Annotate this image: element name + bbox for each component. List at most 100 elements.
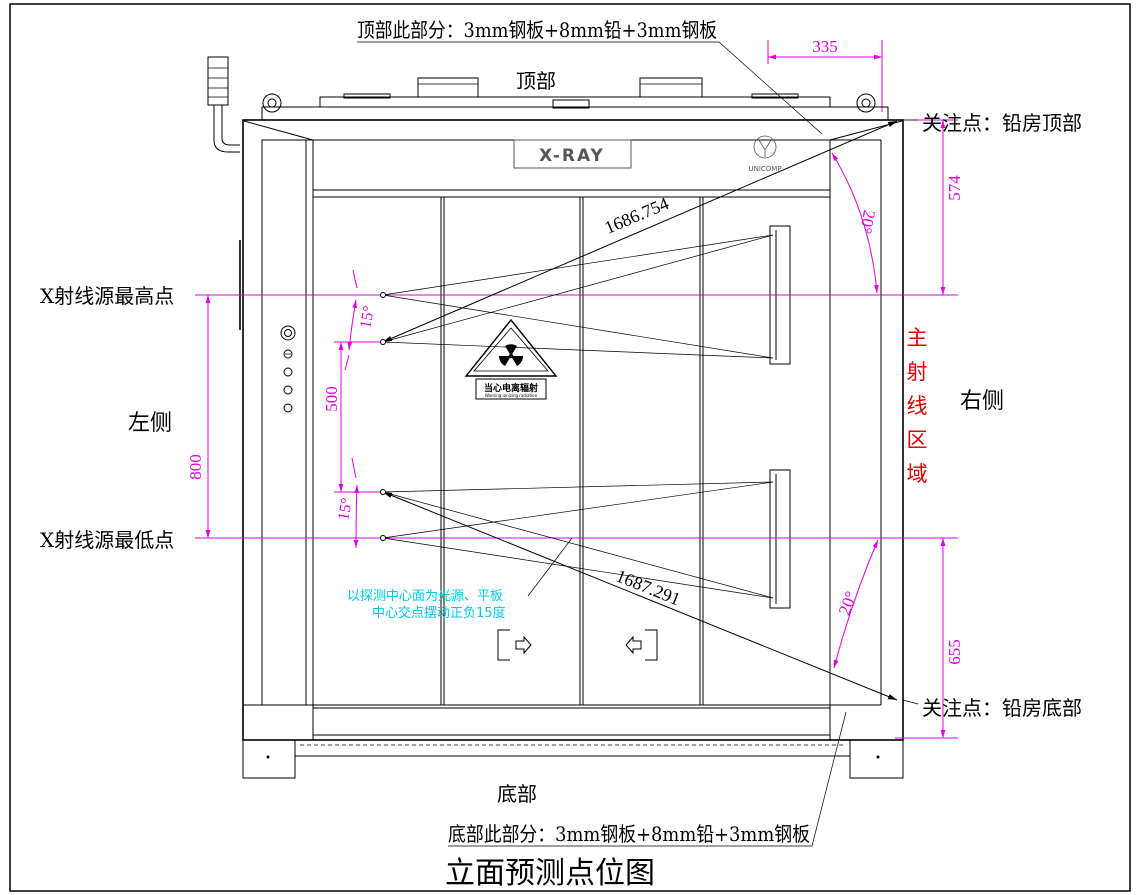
- focus-top-label: 关注点：铅房顶部: [922, 111, 1082, 135]
- arrow-right-icon: [515, 635, 532, 655]
- foot-bolt: [876, 755, 880, 759]
- door-open-right-icon: [497, 629, 532, 661]
- top-left-wheel: [262, 93, 282, 113]
- drawing-title: 立面预测点位图: [445, 856, 655, 891]
- primary-beam-zone-label: 主 射 线 区 域: [907, 326, 928, 486]
- top-box-right: [639, 77, 703, 98]
- logo-text: UNICOMP: [748, 165, 781, 173]
- dim-800-text: 800: [186, 454, 205, 480]
- swing-note-leader: [527, 537, 573, 597]
- dim-574-text: 574: [945, 175, 964, 201]
- swing-tick: [352, 269, 358, 289]
- side-right-label: 右侧: [960, 389, 1004, 414]
- door-bracket-icon: [645, 629, 658, 661]
- cabinet-base: [242, 739, 904, 779]
- swing-note-line: 以探测中心面为光源、平板: [347, 589, 503, 604]
- top-layer-note-leader: [357, 41, 823, 135]
- focus-bottom-marker: [902, 699, 919, 705]
- top-right-wheel: [856, 93, 876, 113]
- focus-bottom-label: 关注点：铅房底部: [922, 696, 1082, 720]
- xray-nameplate-text: X-RAY: [539, 146, 605, 166]
- warning-text-en: Warning ionizing radiation: [485, 393, 538, 398]
- door-panels: [440, 197, 791, 705]
- beam-zone-char: 区: [907, 428, 928, 452]
- top-left-wheel-hub: [267, 98, 277, 108]
- xray-source-point: [380, 535, 386, 541]
- swing-note-line: 中心交点摆动正负15度: [372, 605, 506, 621]
- bottom-layer-note: 底部此部分：3mm钢板+8mm铅+3mm钢板: [448, 711, 847, 847]
- top-right-wheel-hub: [861, 98, 871, 108]
- emergency-stop-inner: [284, 329, 292, 337]
- control-button: [283, 367, 293, 377]
- beam-zone-char: 域: [907, 462, 928, 486]
- swing-upper-text: 15°: [357, 305, 378, 330]
- warning-text-cn: 当心电离辐射: [484, 382, 538, 394]
- ray-bottom-length: 1687.291: [613, 566, 683, 610]
- warning-lamp: [207, 56, 240, 153]
- left-side-panel: [261, 139, 307, 706]
- side-left-label: 左侧: [128, 411, 172, 436]
- arrow-left-icon: [625, 635, 642, 655]
- ray-line: [382, 341, 774, 359]
- xray-source-point: [380, 292, 386, 298]
- swing-tick: [351, 457, 357, 479]
- beam-zone-char: 主: [907, 326, 928, 350]
- top-disc-right: [751, 93, 799, 99]
- brand-logo: UNICOMP: [748, 135, 782, 173]
- top-box-left: [417, 77, 479, 98]
- warning-text-box: [475, 378, 547, 400]
- logo-mark-symbol: [758, 139, 772, 157]
- source-lowest-label: X射线源最低点: [40, 528, 174, 552]
- top-layer-note-text: 顶部此部分：3mm钢板+8mm铅+3mm钢板: [357, 18, 717, 42]
- control-button: [283, 385, 293, 395]
- cabinet-body: X-RAY UNICOMP: [239, 119, 904, 741]
- door-handle-lower: [769, 469, 791, 609]
- handle-frame: [769, 469, 791, 609]
- top-layer-note: 顶部此部分：3mm钢板+8mm铅+3mm钢板: [357, 18, 823, 135]
- xray-source-point: [380, 339, 386, 345]
- xray-source-point: [380, 489, 386, 495]
- ray-line: [382, 481, 774, 493]
- angle-top-text: 20°: [856, 209, 879, 236]
- dimension-335: 335: [767, 37, 883, 112]
- top-disc-left: [343, 93, 391, 99]
- key-switch: [283, 349, 293, 359]
- dimension-lines: 800 500 574 655 20° 20° 15° 15°: [186, 119, 964, 739]
- dim-335-text: 335: [812, 37, 838, 56]
- swing-note: 以探测中心面为光源、平板 中心交点摆动正负15度: [347, 537, 573, 621]
- lamp-hose: [221, 105, 240, 146]
- side-bottom-label: 底部: [497, 782, 537, 806]
- swing-lower-text: 15°: [335, 497, 356, 522]
- foot-right: [849, 739, 904, 779]
- ray-top-length: 1686.754: [602, 193, 672, 238]
- swing-arc-upper: [347, 299, 357, 351]
- cabinet-top-assembly: [207, 56, 889, 153]
- beam-zone-char: 射: [907, 360, 928, 384]
- top-center-fitting: [552, 99, 590, 109]
- lamp-body: [207, 56, 229, 106]
- bottom-layer-note-text: 底部此部分：3mm钢板+8mm铅+3mm钢板: [448, 822, 810, 846]
- warning-triangle-inner: [473, 327, 549, 372]
- radiation-warning-sign: 当心电离辐射 Warning ionizing radiation: [464, 318, 558, 400]
- emergency-stop-button: [280, 325, 296, 341]
- frame-miter-left: [243, 120, 314, 141]
- dim-655-text: 655: [945, 639, 964, 665]
- lamp-hose: [213, 105, 240, 153]
- top-deck: [319, 96, 831, 108]
- door-open-left-icon: [625, 629, 658, 661]
- bottom-layer-note-leader: [448, 711, 847, 847]
- swing-arc-lower: [353, 484, 360, 549]
- source-highest-label: X射线源最高点: [40, 284, 174, 308]
- ray-to-focus-bottom: [382, 491, 898, 701]
- control-buttons: [280, 325, 296, 413]
- dim-500-text: 500: [322, 386, 341, 412]
- foot-left: [242, 739, 296, 779]
- foot-bolt: [266, 755, 270, 759]
- control-button: [283, 403, 293, 413]
- cabinet-outer-frame: [242, 119, 904, 741]
- drawing-border: [9, 3, 1131, 892]
- beam-zone-char: 线: [907, 394, 928, 418]
- base-plate: [294, 739, 851, 757]
- xray-nameplate: X-RAY: [513, 139, 632, 169]
